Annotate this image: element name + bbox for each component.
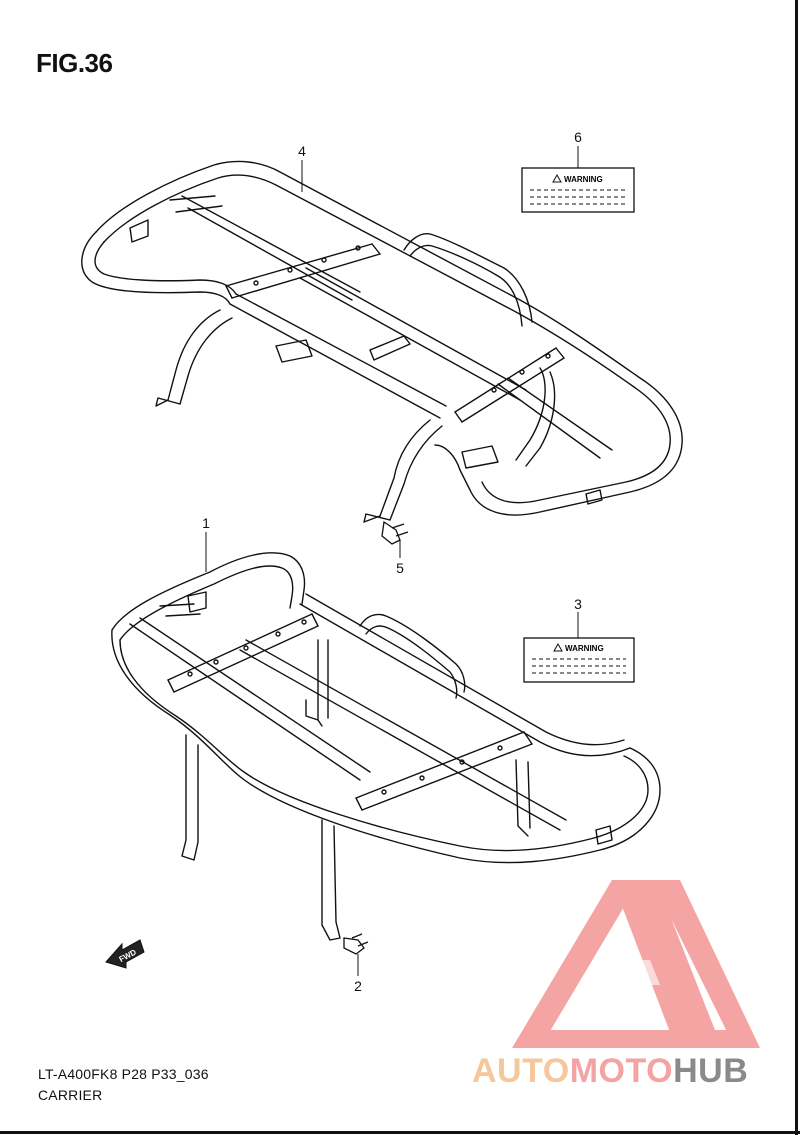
callout-6: 6 — [574, 129, 582, 145]
watermark-auto: AUTO — [472, 1052, 570, 1090]
figure-title: FIG.36 — [36, 48, 113, 78]
callout-5: 5 — [396, 560, 404, 576]
warning-label-bottom-text: WARNING — [565, 644, 604, 653]
watermark-hub: HUB — [673, 1052, 749, 1090]
warning-label-top-text: WARNING — [564, 175, 603, 184]
warning-label-part-3: WARNING — [523, 637, 635, 683]
fwd-direction-arrow-icon: FWD — [105, 939, 145, 969]
callout-leader-lines — [205, 146, 579, 976]
front-carrier-part-1 — [111, 552, 661, 941]
bolt-part-2 — [343, 933, 369, 955]
watermark-triangle-logo — [512, 880, 760, 1048]
watermark-moto: MOTO — [569, 1052, 674, 1090]
callout-4: 4 — [298, 143, 306, 159]
callout-3: 3 — [574, 596, 582, 612]
callout-1: 1 — [202, 515, 210, 531]
frame-border-right — [795, 0, 798, 1135]
frame-border-bottom — [0, 1131, 800, 1134]
watermark-wordmark: AUTOMOTOHUB — [472, 1052, 748, 1091]
footer-section-title: CARRIER — [38, 1087, 103, 1103]
bolt-part-5 — [381, 520, 409, 545]
footer-model-code: LT-A400FK8 P28 P33_036 — [38, 1066, 209, 1082]
warning-label-part-6: WARNING — [521, 167, 635, 213]
rear-carrier-part-4 — [81, 160, 683, 523]
callout-2: 2 — [354, 978, 362, 994]
